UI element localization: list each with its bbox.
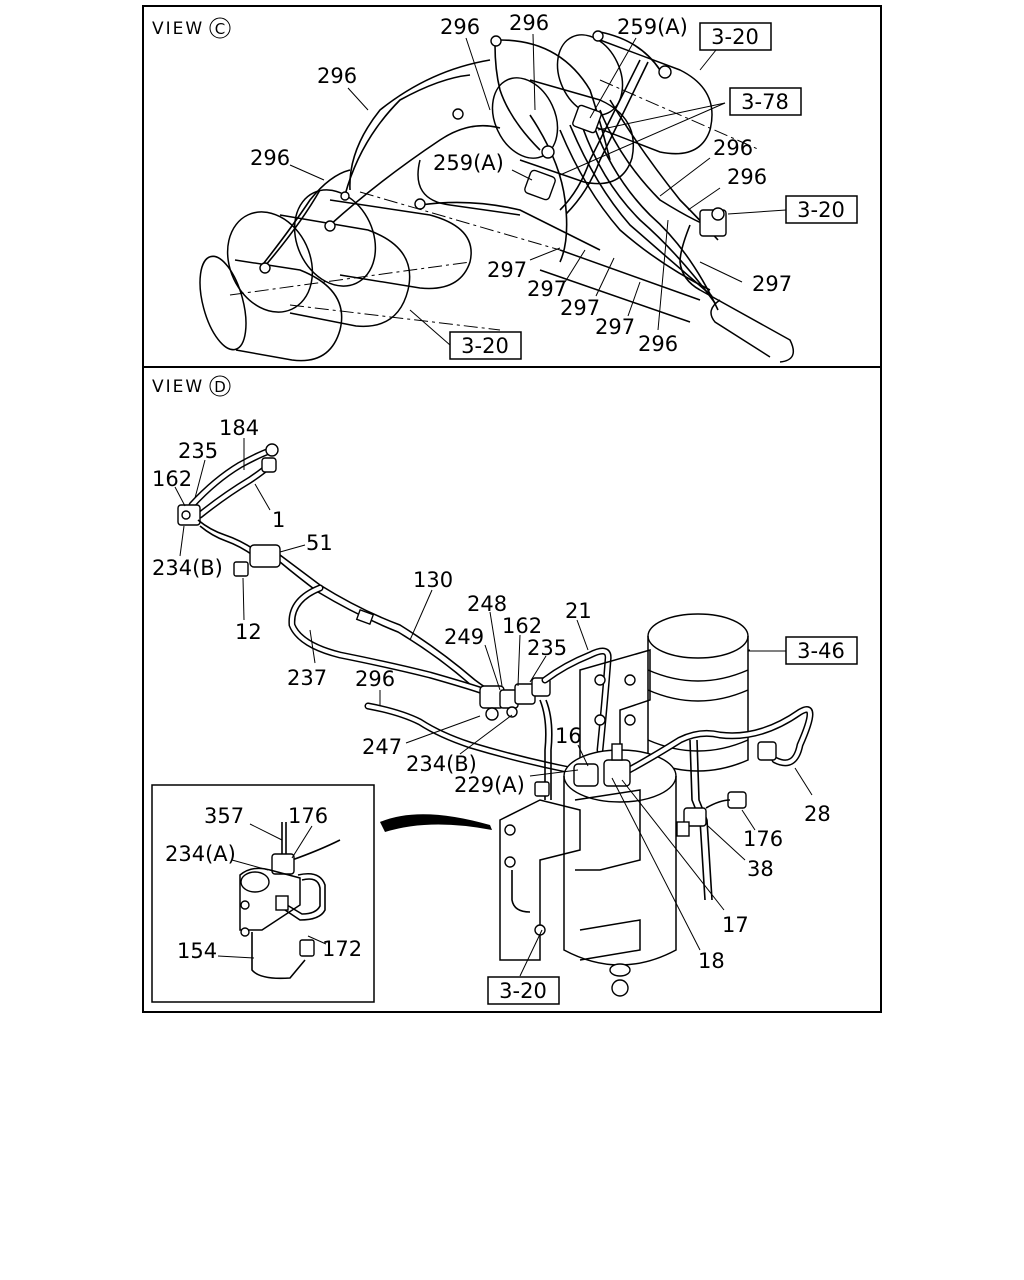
label-297-d: 297 — [595, 315, 635, 339]
pipe-21 — [541, 647, 612, 754]
inset-frame — [151, 784, 375, 1003]
callout-arrow — [380, 814, 492, 832]
label-38: 38 — [747, 857, 774, 881]
pipe-237 — [288, 584, 484, 694]
pipe-28 — [606, 706, 814, 784]
label-162-b: 162 — [502, 614, 542, 638]
label-184: 184 — [219, 416, 259, 440]
ref-box-c-78 — [729, 87, 802, 116]
label-235-a: 235 — [178, 439, 218, 463]
air-tank-group-left — [199, 189, 561, 362]
label-16: 16 — [555, 724, 582, 748]
label-296-c: 296 — [317, 64, 357, 88]
hose-assembly-top — [177, 443, 499, 701]
inset-label-234a: 234(A) — [165, 842, 236, 866]
label-248: 248 — [467, 592, 507, 616]
view-d-letter-circle — [209, 375, 231, 397]
air-tank-group-right — [417, 34, 761, 216]
inset-label-172: 172 — [322, 937, 362, 961]
inset-label-357: 357 — [204, 804, 244, 828]
label-296-a: 296 — [440, 15, 480, 39]
ref-c-right: 3-20 — [797, 198, 845, 222]
bracket-left — [499, 799, 581, 961]
cylinder-lower — [563, 749, 677, 997]
label-130: 130 — [413, 568, 453, 592]
frame-member — [539, 249, 795, 363]
label-51: 51 — [306, 531, 333, 555]
label-162-a: 162 — [152, 467, 192, 491]
label-229a: 229(A) — [454, 773, 525, 797]
ref-box-c-bottom — [449, 331, 522, 360]
label-296-g: 296 — [638, 332, 678, 356]
inset-label-154: 154 — [177, 939, 217, 963]
leaders-c — [289, 33, 787, 346]
leaders-d — [174, 438, 813, 977]
diagram-frame — [142, 5, 882, 1013]
label-235-b: 235 — [527, 636, 567, 660]
ref-d-bottom: 3-20 — [499, 979, 547, 1003]
ref-box-c-top — [699, 22, 772, 51]
view-c-panel: VIEW C — [152, 11, 858, 363]
label-249: 249 — [444, 625, 484, 649]
view-d-title: VIEW — [152, 377, 204, 397]
label-17: 17 — [722, 913, 749, 937]
ref-box-d-46 — [785, 636, 858, 665]
label-296-d: 296 — [250, 146, 290, 170]
view-c-title: VIEW — [152, 19, 204, 39]
ref-d-46: 3-46 — [797, 639, 845, 663]
label-297-c: 297 — [560, 296, 600, 320]
label-21: 21 — [565, 599, 592, 623]
fittings-c — [259, 30, 727, 274]
ref-c-bottom: 3-20 — [461, 334, 509, 358]
ref-c-top: 3-20 — [711, 25, 759, 49]
label-296-f: 296 — [727, 165, 767, 189]
label-237: 237 — [287, 666, 327, 690]
label-234b-b: 234(B) — [406, 752, 477, 776]
label-296-b: 296 — [509, 11, 549, 35]
label-297-e: 297 — [752, 272, 792, 296]
pipe-38 — [676, 739, 747, 901]
label-1: 1 — [272, 508, 285, 532]
pipe-296-d — [364, 702, 574, 774]
view-d-letter: D — [214, 378, 226, 396]
label-259a-top: 259(A) — [617, 15, 688, 39]
label-296-e: 296 — [713, 136, 753, 160]
label-297-a: 297 — [487, 258, 527, 282]
label-176-a: 176 — [743, 827, 783, 851]
ref-c-78: 3-78 — [741, 90, 789, 114]
label-18: 18 — [698, 949, 725, 973]
label-28: 28 — [804, 802, 831, 826]
view-d-panel: VIEW D — [151, 375, 858, 1005]
label-297-b: 297 — [527, 277, 567, 301]
view-c-letter: C — [215, 20, 225, 38]
label-12: 12 — [235, 620, 262, 644]
valve-cluster-center — [479, 677, 553, 800]
label-259a-mid: 259(A) — [433, 151, 504, 175]
fitting-16 — [534, 743, 631, 797]
ref-box-c-right — [785, 195, 858, 224]
label-234b-a: 234(B) — [152, 556, 223, 580]
pipe-bundle-c — [259, 31, 721, 311]
inset-label-176: 176 — [288, 804, 328, 828]
inset-panel: 357 176 234(A) 154 172 — [151, 784, 375, 1003]
label-247: 247 — [362, 735, 402, 759]
view-c-letter-circle — [209, 17, 231, 39]
ref-box-d-bottom — [487, 976, 560, 1005]
label-296: 296 — [355, 667, 395, 691]
